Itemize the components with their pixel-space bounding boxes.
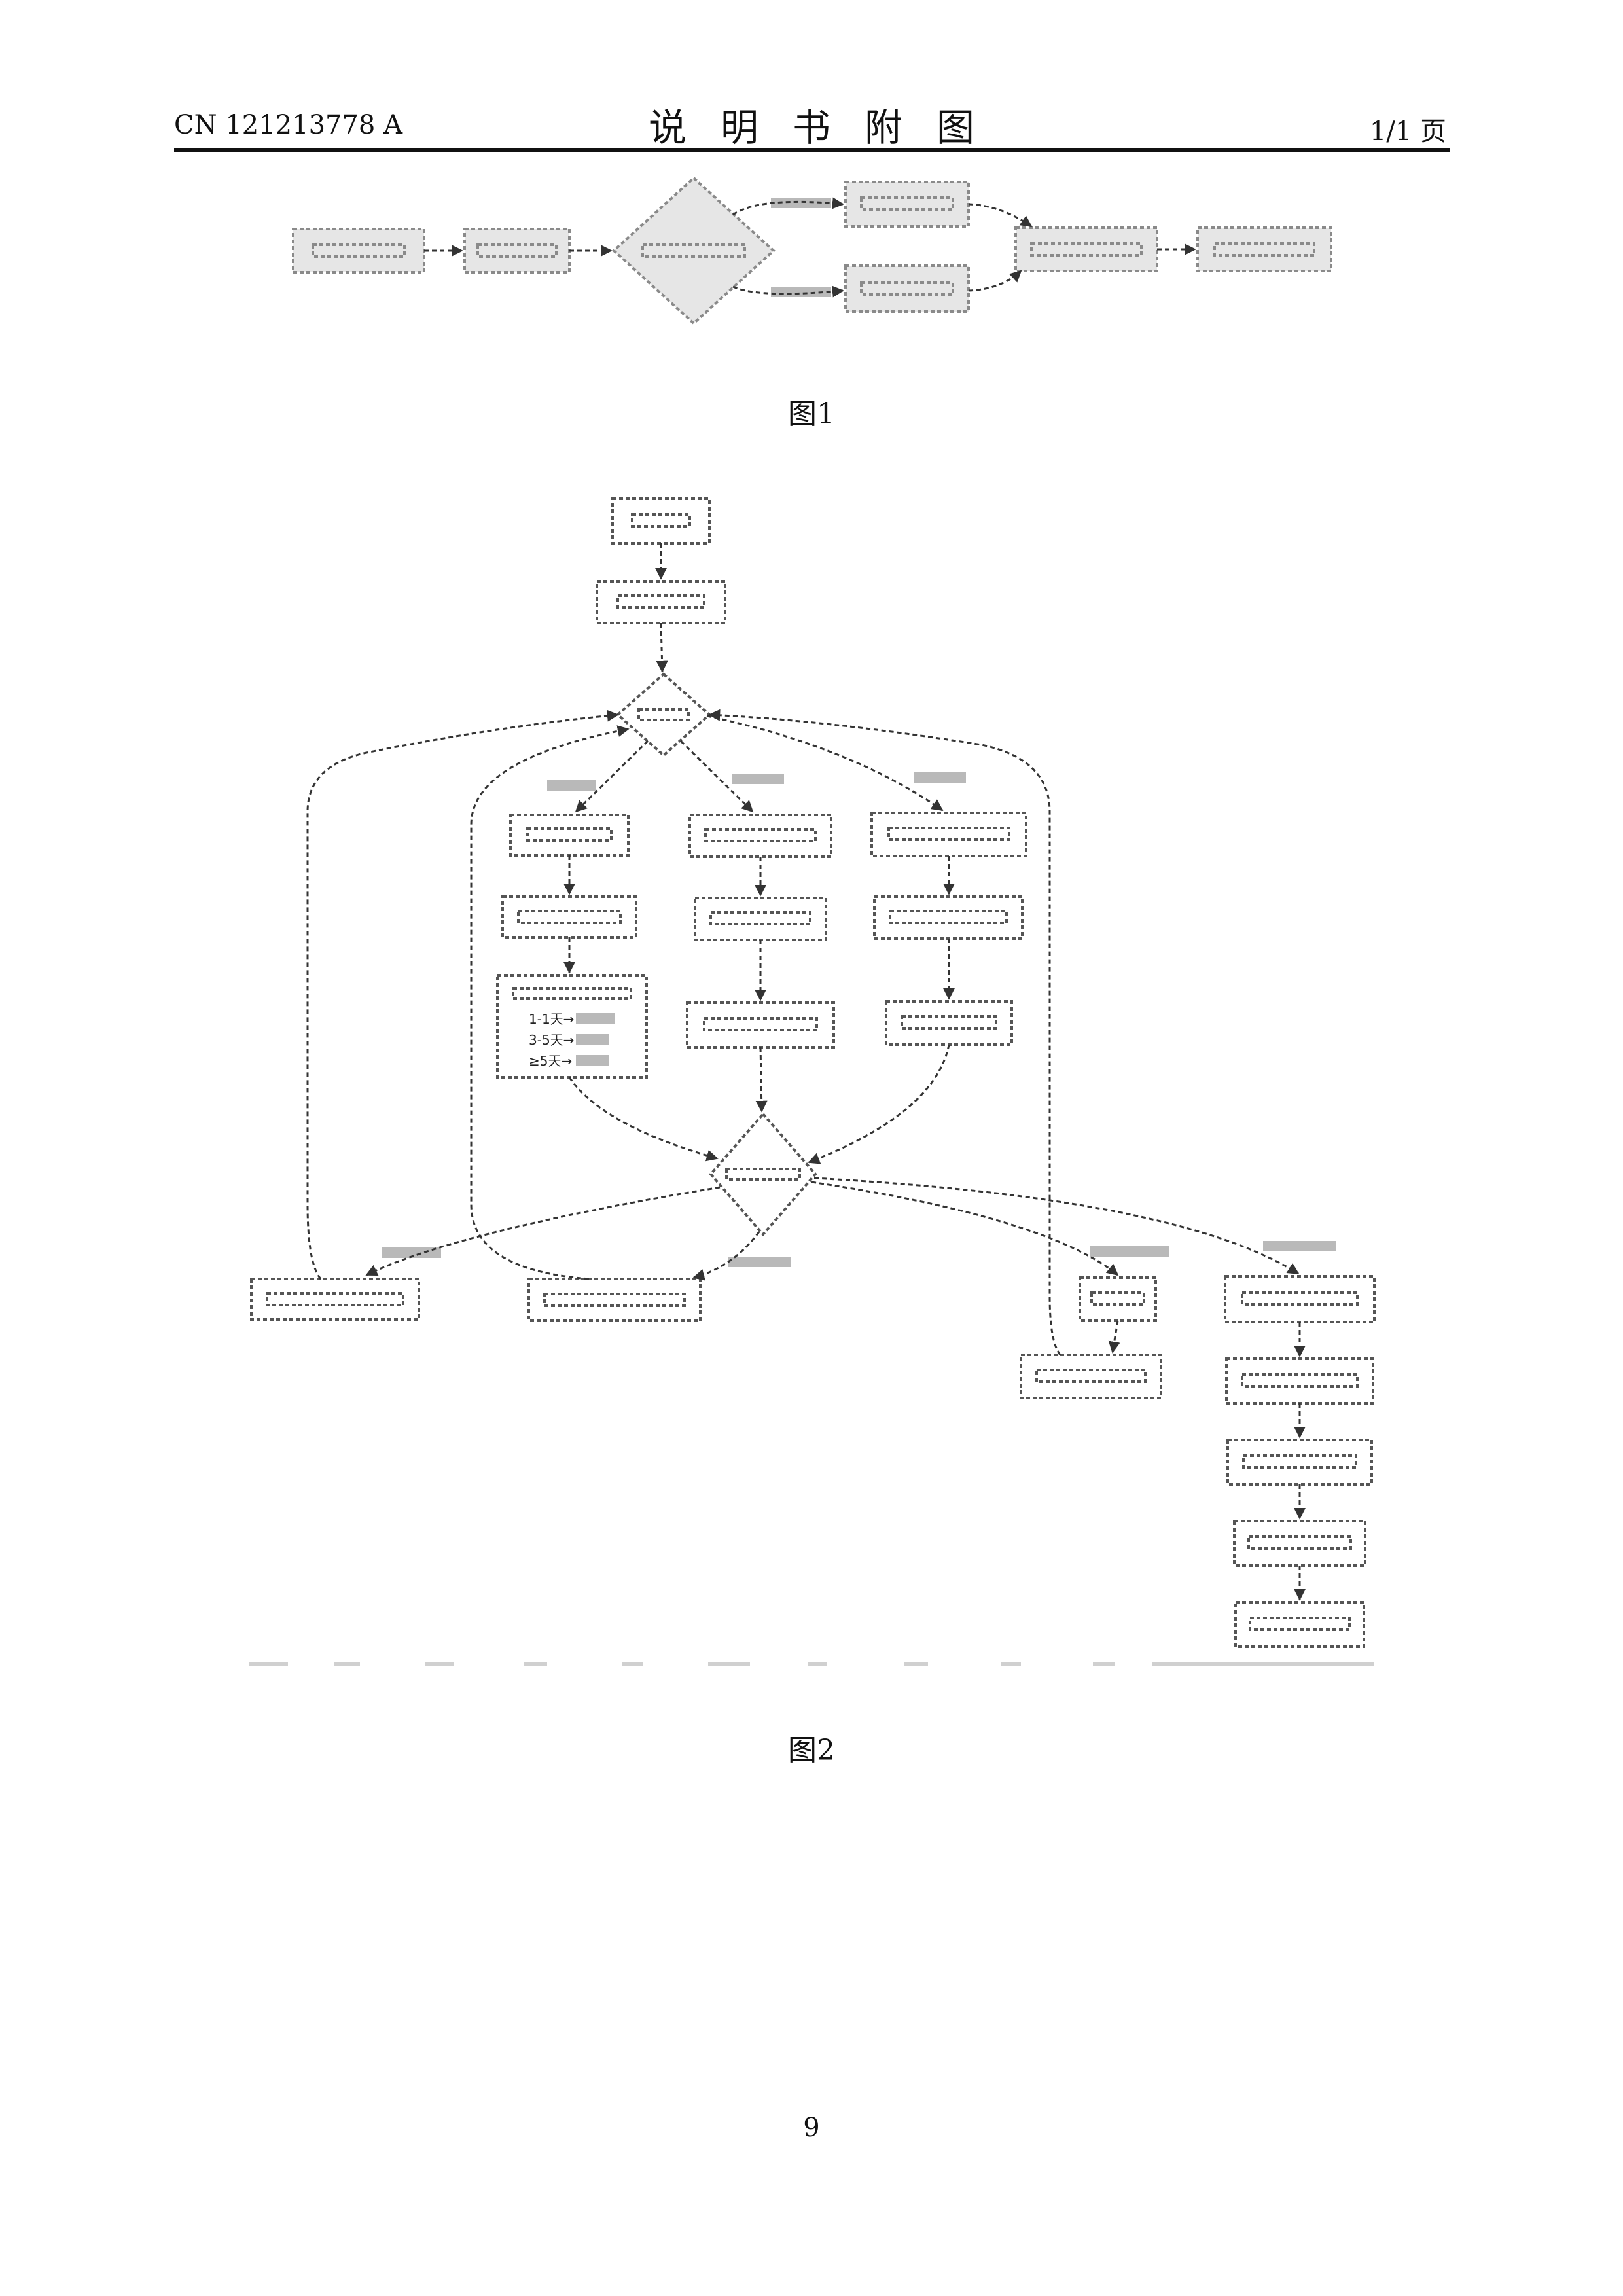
fig2-bottom-left-box (251, 1279, 419, 1319)
fig1-edge-6 (969, 271, 1021, 291)
fig2-branch-label-right (914, 772, 966, 783)
fig2-edge-to-right (707, 716, 942, 810)
fig2-edge-mid-to-interaction (760, 1047, 762, 1111)
fig2-edge-label-b (728, 1257, 791, 1267)
fig2-right-box-2 (874, 897, 1022, 939)
fig2-edge-int-to-bra (812, 1182, 1118, 1275)
fig1-node-start (293, 229, 424, 272)
fig2-edge-label-d (1263, 1241, 1336, 1251)
fig2-edge-right-to-interaction (809, 1045, 949, 1162)
fig2-mid-box-1 (690, 815, 831, 857)
fig2-legend-lines: 1-1天→ 3-5天→ ≥5天→ (529, 1011, 615, 1069)
fig2-node-start (613, 499, 709, 543)
fig2-chain-box-4 (1234, 1521, 1365, 1566)
fig1-node-lower (846, 266, 969, 312)
fig2-node-init (597, 581, 725, 623)
fig2-legend-line-2: 3-5天→ (529, 1032, 574, 1048)
fig2-legend-line-3: ≥5天→ (529, 1053, 572, 1069)
fig2-decision-mode (618, 674, 709, 755)
fig2-legend-line-1: 1-1天→ (529, 1011, 574, 1027)
fig1-decision (614, 178, 774, 323)
fig2-edge-bra-brb (1113, 1321, 1118, 1352)
fig1-node-2 (465, 229, 569, 272)
fig2-decision-interaction (711, 1114, 815, 1234)
fig2-right-box-3 (886, 1001, 1012, 1045)
fig1-edge-5 (969, 204, 1031, 226)
fig2-chain-box-2 (1226, 1359, 1373, 1403)
fig2-chain-box-5 (1236, 1602, 1364, 1647)
fig1-node-end (1198, 228, 1331, 271)
fig2-edge-left-to-interaction (569, 1077, 717, 1158)
figure-2-caption: 图2 (0, 1727, 1623, 1768)
figure-2-flowchart: 1-1天→ 3-5天→ ≥5天→ (0, 484, 1623, 1689)
page-of-count: 1/1 页 (1370, 110, 1446, 148)
fig2-edge-label-c (1090, 1246, 1169, 1257)
fig2-chain-box-3 (1228, 1440, 1372, 1484)
fig2-mid-box-2 (695, 898, 826, 940)
fig1-node-merge (1016, 228, 1157, 271)
fig2-left-box-1 (510, 815, 628, 855)
figure-1-flowchart (0, 164, 1623, 360)
fig2-branch-label-left (547, 780, 596, 791)
fig2-bottom-right-box-b (1021, 1355, 1161, 1398)
fig2-bottom-right-box-a (1080, 1278, 1156, 1321)
fig2-edge-init-decision (661, 623, 662, 672)
header-rule (174, 148, 1450, 152)
page-number: 9 (0, 2113, 1623, 2143)
fig2-left-box-2 (503, 897, 636, 937)
figure-1-caption: 图1 (0, 390, 1623, 432)
fig2-dotted-artifact-row (249, 1662, 1374, 1666)
fig2-chain-box-1 (1225, 1276, 1374, 1322)
fig2-bottom-mid-box (529, 1279, 700, 1321)
fig2-branch-label-mid (732, 774, 784, 784)
fig2-mid-box-3 (687, 1003, 834, 1047)
fig2-edge-int-to-bl (366, 1187, 720, 1275)
fig2-right-box-1 (872, 813, 1026, 856)
fig1-node-upper (846, 182, 969, 226)
fig2-edge-int-to-chain (814, 1178, 1298, 1274)
fig2-edge-int-to-bm (694, 1232, 759, 1278)
fig2-edge-to-left (576, 741, 648, 812)
